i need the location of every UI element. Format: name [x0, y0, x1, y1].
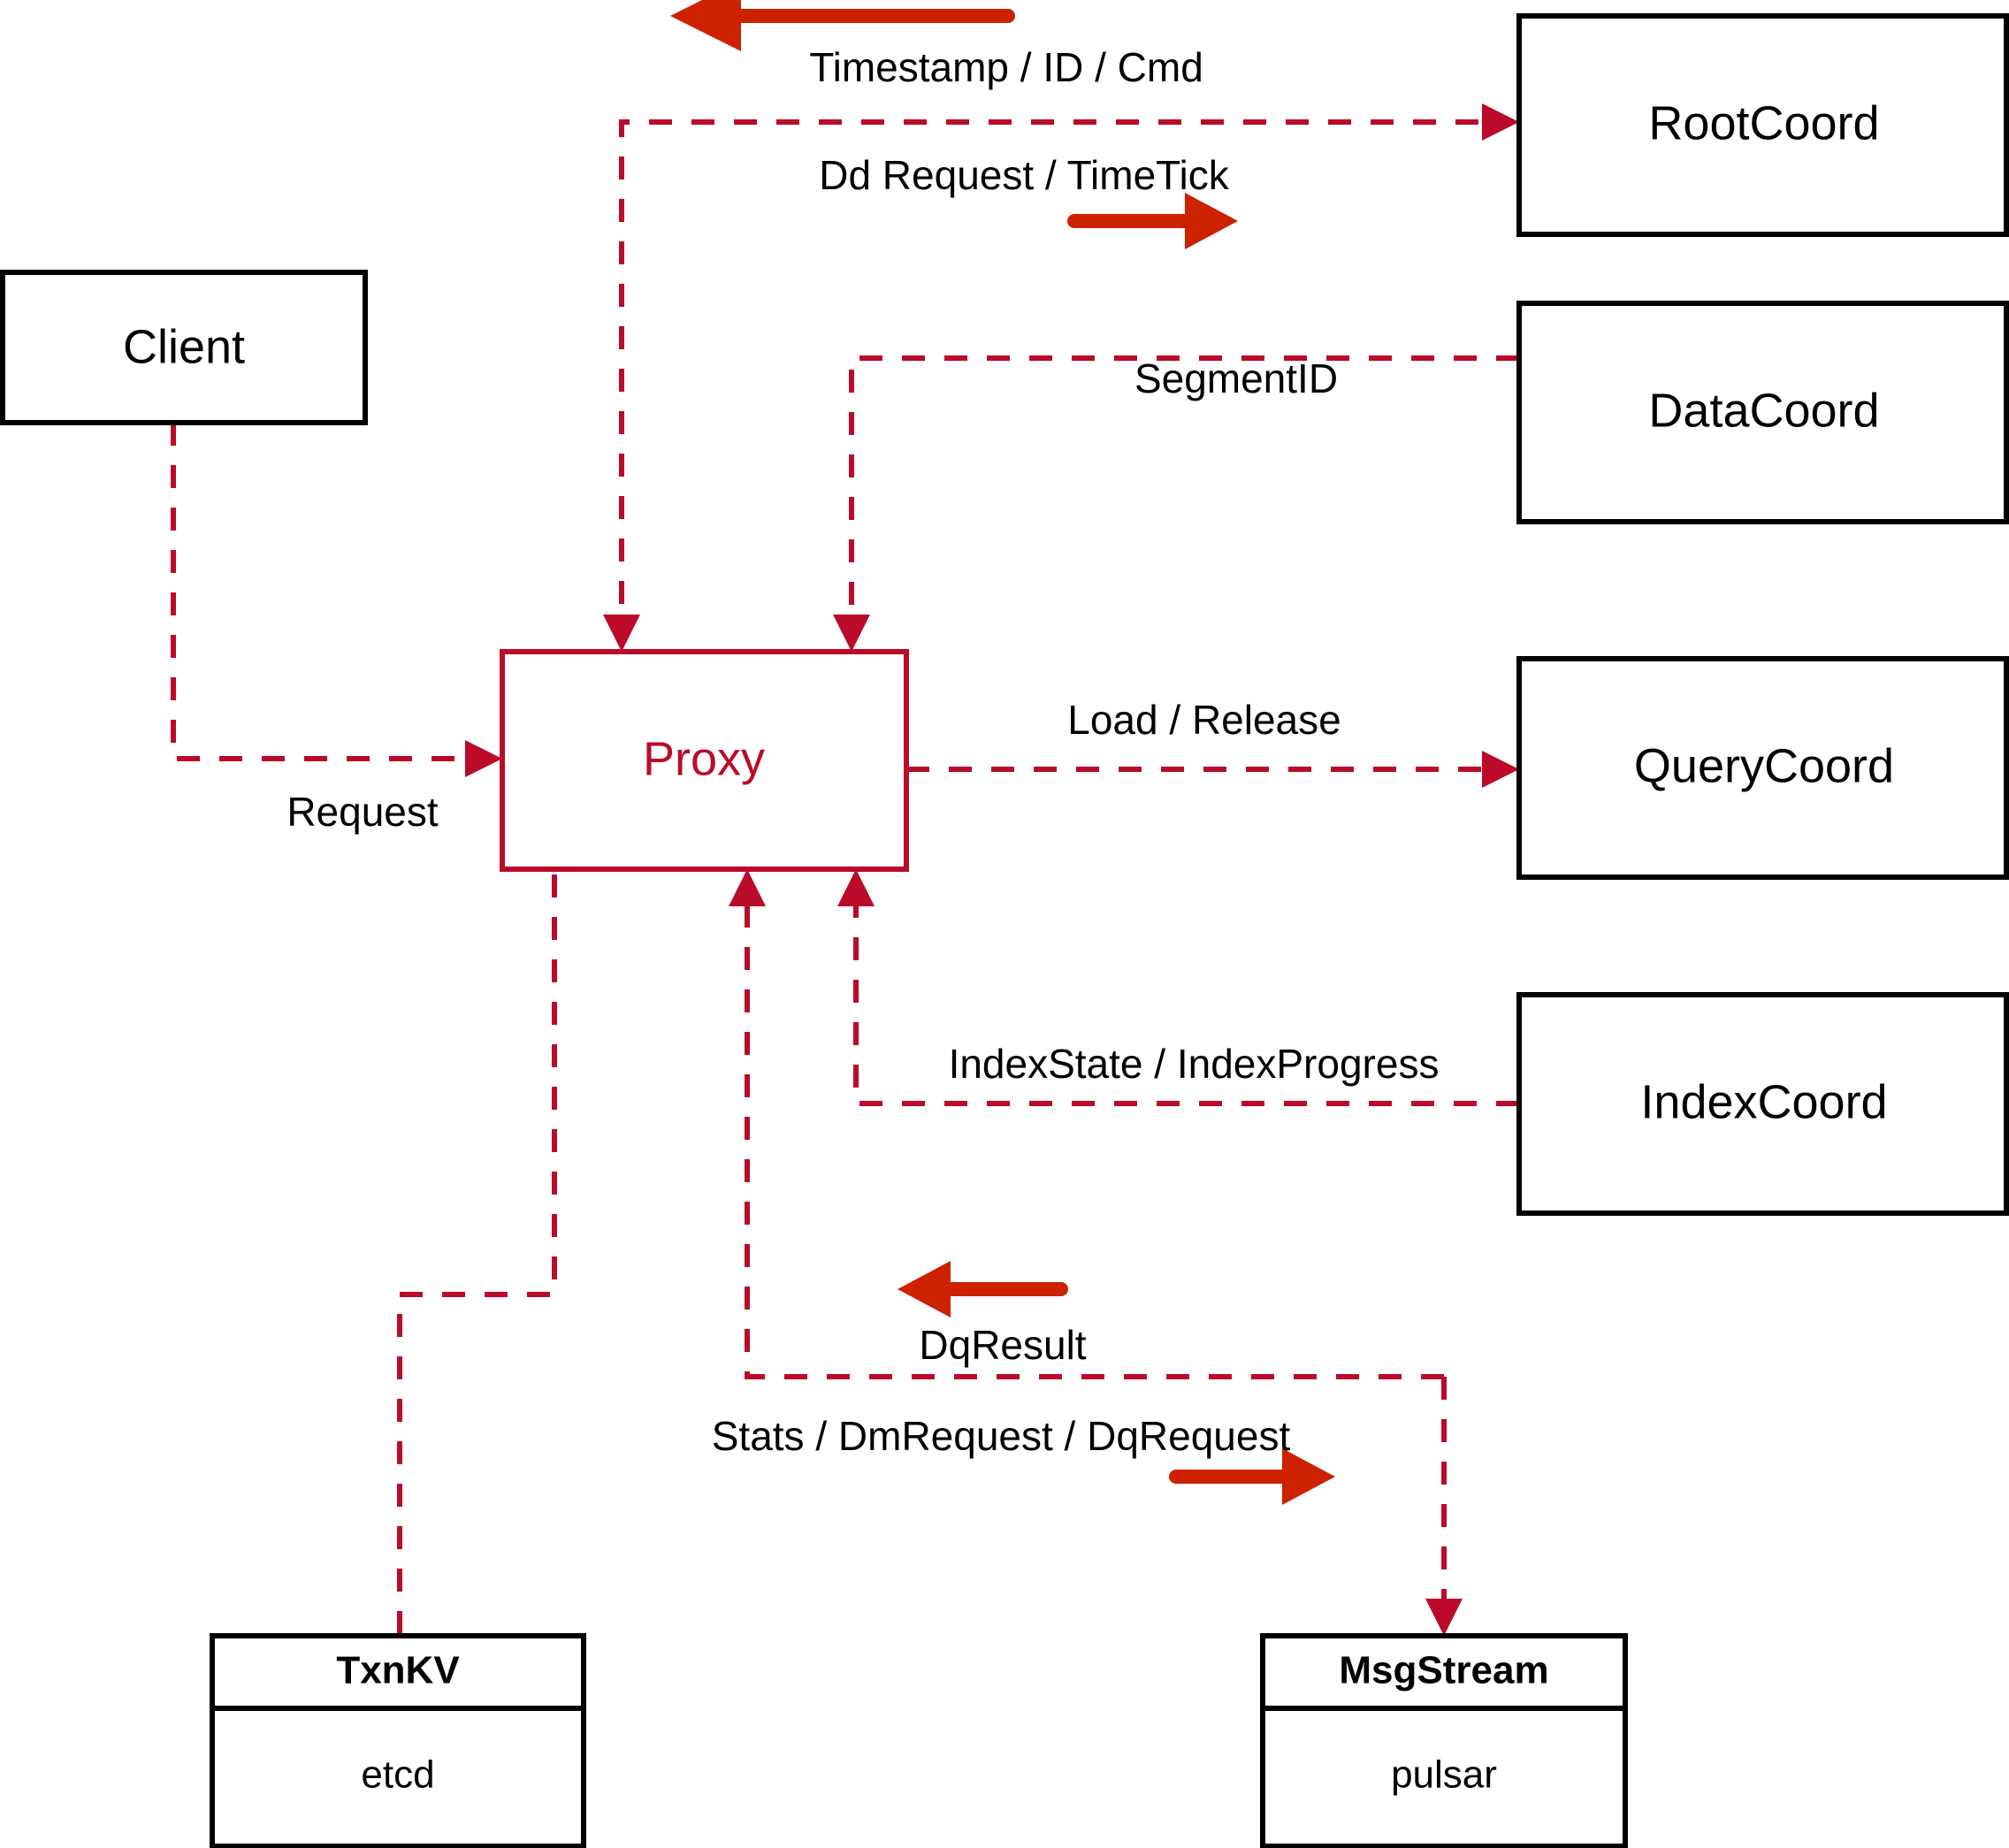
- node-rootcoord[interactable]: RootCoord: [1516, 13, 2009, 237]
- direction-arrow-ddrequest-head: [1185, 193, 1238, 249]
- arrowhead-proxy-to-rootcoord: [1482, 103, 1519, 141]
- edge-label-dd-request-timetick: Dd Request / TimeTick: [819, 152, 1230, 198]
- flow-datacoord-to-proxy: [849, 355, 1519, 646]
- node-msgstream[interactable]: MsgStream pulsar: [1260, 1633, 1628, 1848]
- node-querycoord[interactable]: QueryCoord: [1516, 656, 2009, 880]
- flow-client-to-proxy: [171, 423, 492, 761]
- arrowhead-rootcoord-to-proxy: [603, 615, 640, 652]
- flow-msgstream-to-proxy: [745, 874, 1444, 1379]
- arrowhead-datacoord-to-proxy: [833, 615, 870, 652]
- node-msgstream-box: [1260, 1633, 1628, 1848]
- edge-label-request: Request: [286, 789, 439, 835]
- direction-arrow-stats-head: [1282, 1448, 1335, 1505]
- node-indexcoord-label: IndexCoord: [1640, 1075, 1887, 1128]
- edge-label-load-release: Load / Release: [1067, 697, 1341, 743]
- node-txnkv-title: TxnKV: [336, 1649, 460, 1692]
- node-client[interactable]: Client: [0, 270, 368, 425]
- node-rootcoord-box: [1516, 13, 2009, 237]
- node-datacoord-box: [1516, 301, 2009, 524]
- node-indexcoord-box: [1516, 992, 2009, 1216]
- edge-label-stats-dm-dq-request: Stats / DmRequest / DqRequest: [712, 1413, 1291, 1459]
- node-txnkv-impl: etcd: [361, 1753, 434, 1797]
- flow-indexcoord-to-proxy: [853, 874, 1519, 1106]
- node-rootcoord-label: RootCoord: [1648, 96, 1879, 149]
- edge-label-index-state-progress: IndexState / IndexProgress: [949, 1041, 1440, 1087]
- node-txnkv[interactable]: TxnKV etcd: [210, 1633, 586, 1848]
- node-proxy-box: [500, 649, 909, 872]
- arrowhead-proxy-to-msgstream: [1425, 1599, 1463, 1636]
- direction-arrow-dqresult-head: [898, 1261, 951, 1317]
- arrowhead-proxy-to-querycoord: [1482, 751, 1519, 788]
- node-txnkv-box: [210, 1633, 586, 1848]
- edge-label-timestamp-id-cmd: Timestamp / ID / Cmd: [809, 44, 1203, 90]
- node-client-box: [0, 270, 368, 425]
- flow-proxy-to-txnkv: [397, 874, 557, 1636]
- node-client-label: Client: [123, 320, 245, 373]
- node-querycoord-label: QueryCoord: [1634, 739, 1894, 792]
- edge-label-segment-id: SegmentID: [1134, 355, 1338, 401]
- edge-label-dq-result: DqResult: [919, 1322, 1086, 1368]
- arrowhead-indexcoord-to-proxy: [837, 869, 875, 906]
- node-msgstream-impl: pulsar: [1391, 1753, 1497, 1797]
- flow-proxy-to-rootcoord: [619, 119, 1509, 646]
- node-querycoord-box: [1516, 656, 2009, 880]
- node-datacoord[interactable]: DataCoord: [1516, 301, 2009, 524]
- direction-arrow-timestamp-head: [670, 0, 741, 51]
- node-proxy-label: Proxy: [643, 732, 765, 785]
- node-msgstream-title: MsgStream: [1339, 1649, 1548, 1692]
- node-datacoord-label: DataCoord: [1648, 384, 1879, 437]
- arrowhead-msgstream-to-proxy: [729, 869, 766, 906]
- arrowhead-client-to-proxy: [465, 740, 502, 777]
- node-proxy[interactable]: Proxy: [500, 649, 909, 872]
- node-indexcoord[interactable]: IndexCoord: [1516, 992, 2009, 1216]
